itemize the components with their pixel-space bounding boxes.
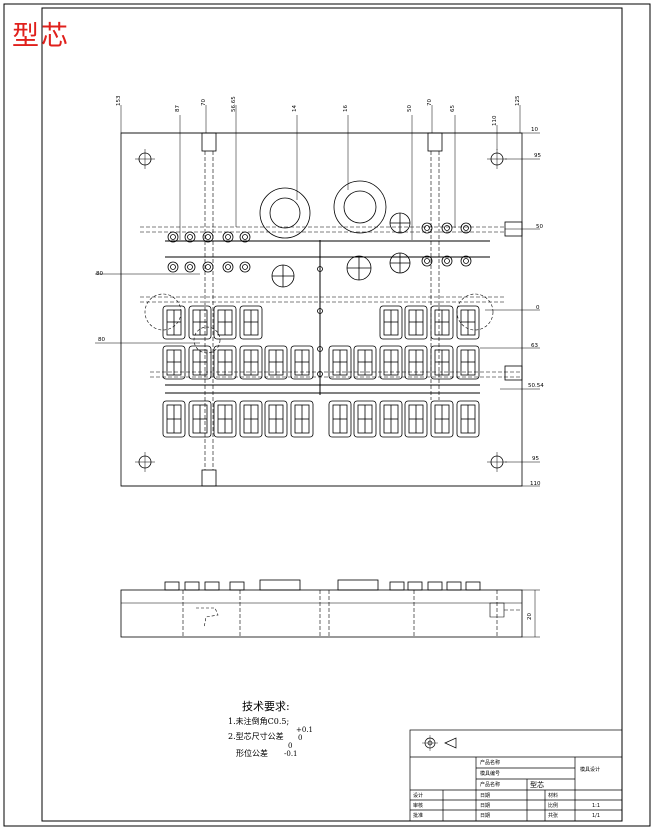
dim-label: 70 xyxy=(201,99,207,106)
dim-label: 56.65 xyxy=(231,96,237,112)
dim-label: 95 xyxy=(532,456,539,462)
dimension-leaders xyxy=(95,105,540,463)
tb-company: 模具设计 xyxy=(580,767,601,773)
tb-designer: 设计 xyxy=(413,793,424,799)
dim-label: 50 xyxy=(407,105,413,112)
tb-sheet-label: 共张 xyxy=(548,813,559,819)
ejector-pins xyxy=(167,222,472,377)
tb-part-name: 型芯 xyxy=(530,781,544,789)
tb-scale-label: 比例 xyxy=(548,803,559,809)
tb-sheet-value: 1/1 xyxy=(592,813,601,819)
tb-material-label: 材料 xyxy=(548,793,559,799)
title-block-grid xyxy=(409,729,623,822)
dim-label: 50 xyxy=(536,224,543,230)
tb-check: 审核 xyxy=(413,803,424,809)
dim-label: 50.54 xyxy=(528,383,544,389)
dim-label: 14 xyxy=(292,105,298,112)
dim-label: 16 xyxy=(343,105,349,112)
dim-label: 80 xyxy=(98,337,105,343)
tech-req-heading: 技术要求: xyxy=(242,700,290,713)
dim-label: 80 xyxy=(96,271,103,277)
dim-label: 65 xyxy=(450,105,456,112)
dim-label: 63 xyxy=(531,343,538,349)
dim-label: 10 xyxy=(531,127,538,133)
tolerance-upper: +0.1 xyxy=(296,726,313,734)
tech-req-item: 2.型芯尺寸公差 xyxy=(228,732,284,741)
tolerance-upper: 0 xyxy=(288,742,293,750)
tb-date: 日期 xyxy=(480,803,491,809)
tb-approve: 批准 xyxy=(413,813,424,819)
sheet-title: 型芯 xyxy=(12,21,70,52)
dim-label: 0 xyxy=(536,305,540,311)
sprue-bushings xyxy=(259,180,411,288)
tb-product-name-label: 产品名称 xyxy=(480,760,501,766)
outer-frame xyxy=(3,3,651,827)
dim-label: 153 xyxy=(116,95,122,107)
plan-view xyxy=(95,105,540,487)
guide-holes xyxy=(135,149,507,472)
dim-label: 95 xyxy=(534,153,541,159)
cavity-row-3 xyxy=(162,400,480,438)
side-view-outline xyxy=(120,589,523,638)
tb-product-label: 产品名称 xyxy=(480,782,501,788)
tech-req-item: 1.未注倒角C0.5; xyxy=(228,717,290,726)
tb-date: 日期 xyxy=(480,813,491,819)
dim-label: 110 xyxy=(530,481,541,487)
inner-frame xyxy=(41,7,623,822)
side-view xyxy=(120,579,540,638)
tolerance-lower: -0.1 xyxy=(284,750,298,758)
tb-scale-value: 1:1 xyxy=(592,803,601,809)
dim-label: 87 xyxy=(175,105,181,112)
cavity-row-1 xyxy=(162,305,480,340)
tb-date: 日期 xyxy=(480,793,491,799)
tb-mold-no-label: 模具编号 xyxy=(480,771,501,777)
dim-label: 125 xyxy=(515,95,521,107)
tech-req-item: 形位公差 xyxy=(236,749,268,758)
dim-label: 20 xyxy=(527,613,533,620)
cavity-row-2 xyxy=(162,345,480,380)
dim-label: 70 xyxy=(427,99,433,106)
tolerance-lower: 0 xyxy=(298,734,303,742)
dim-label: 110 xyxy=(492,115,498,127)
